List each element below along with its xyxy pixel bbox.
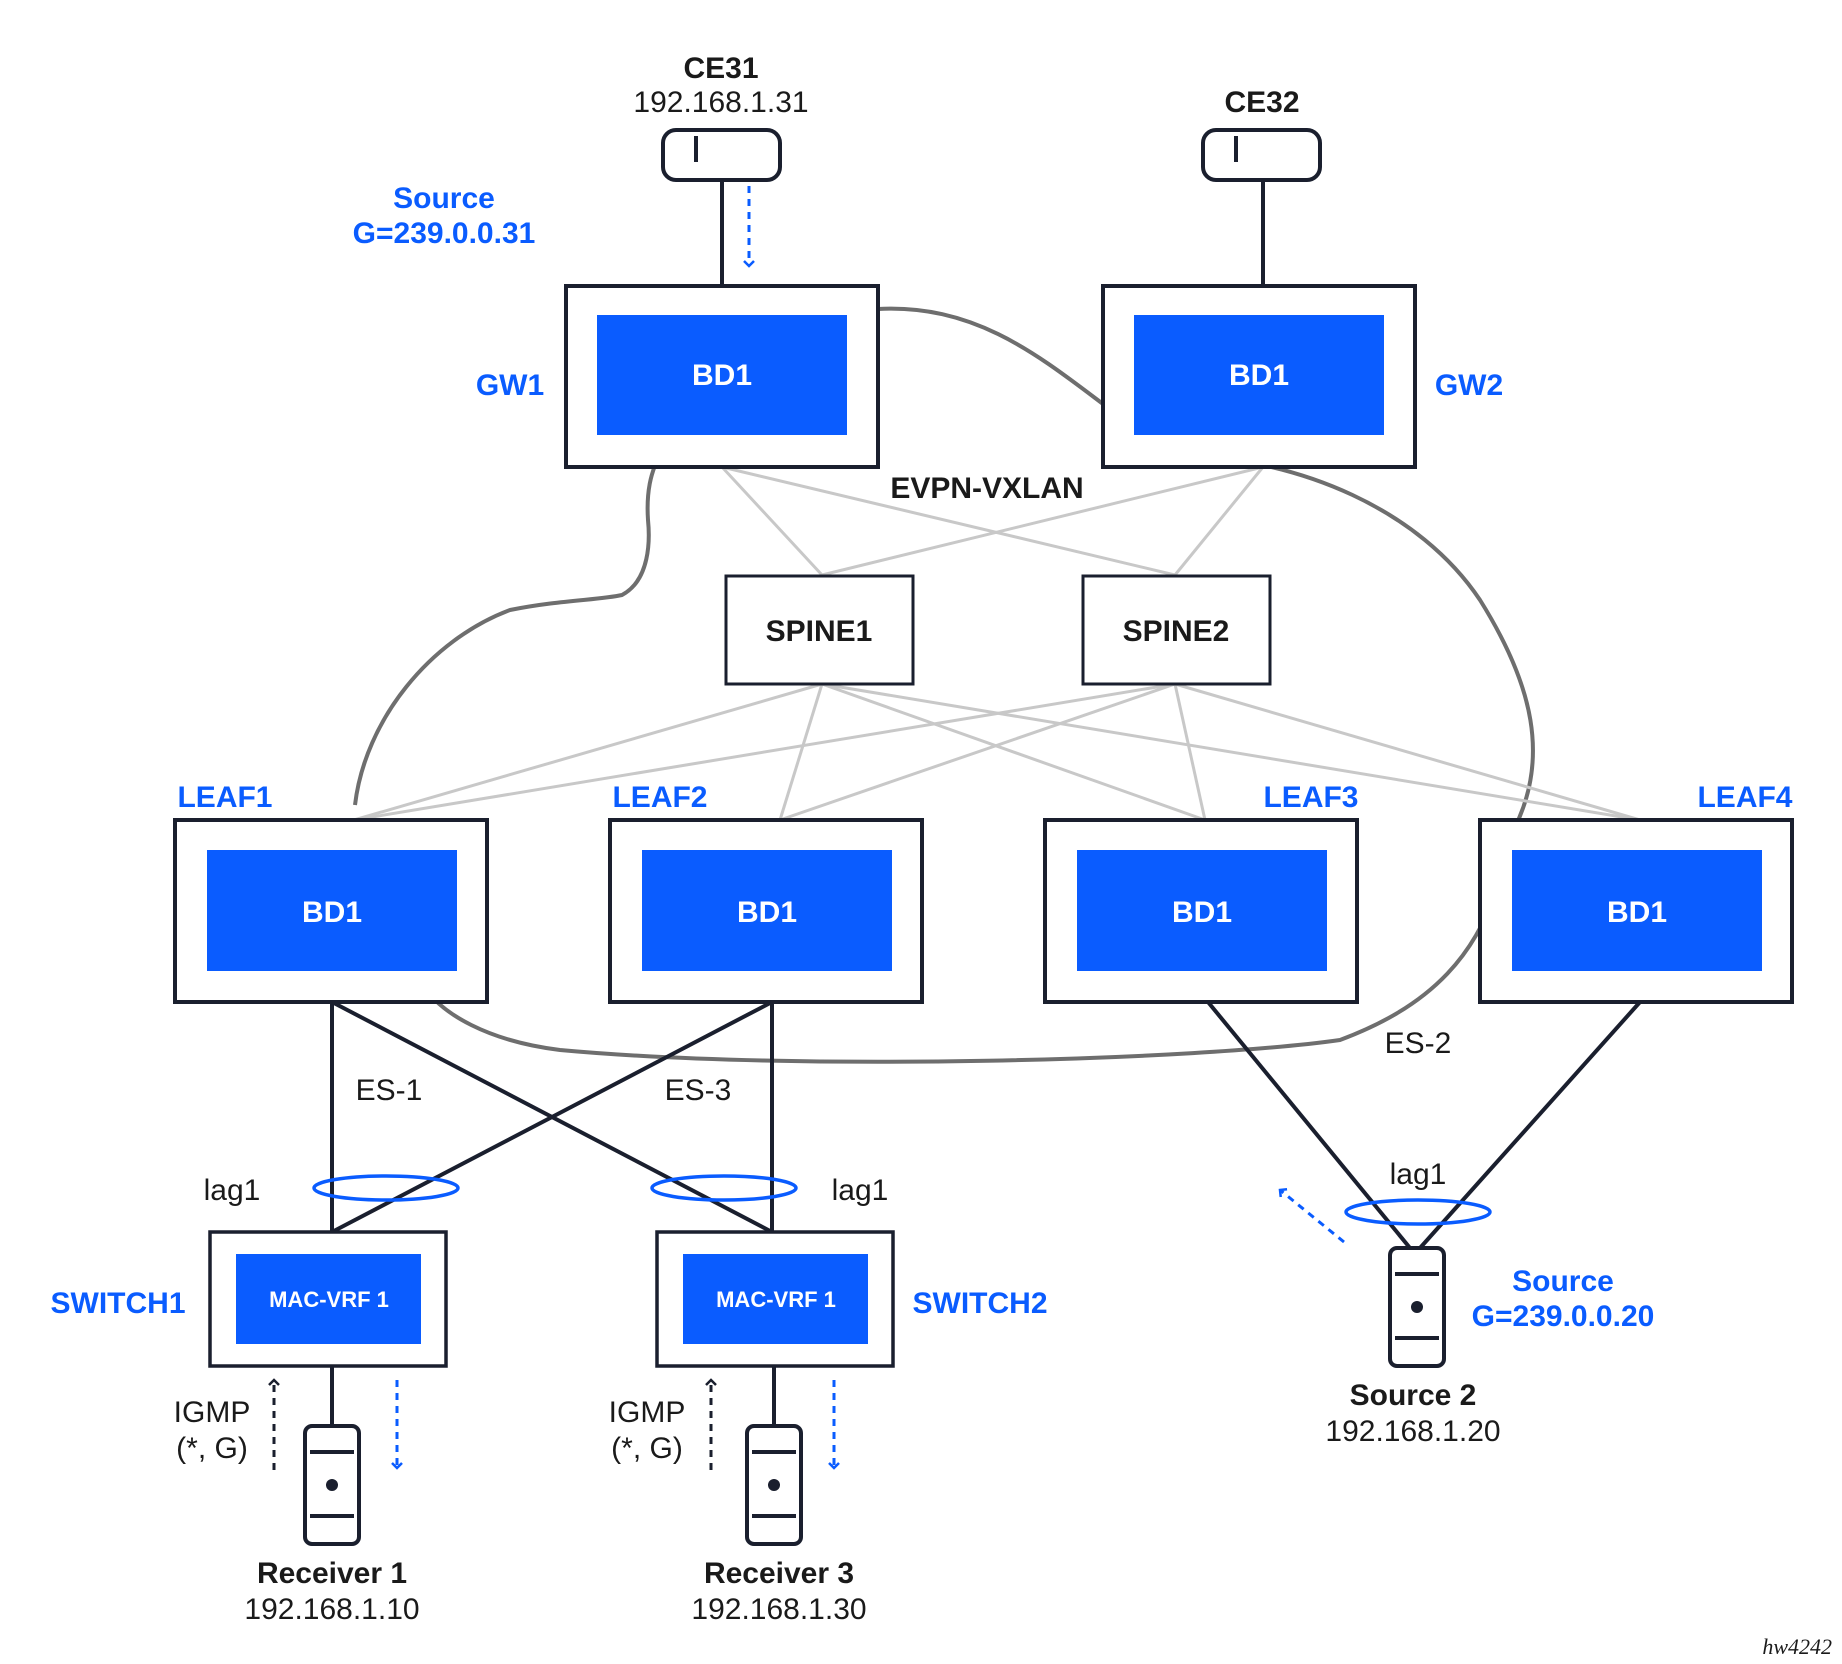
lag1-label-switch2: lag1 bbox=[832, 1174, 889, 1207]
source2-server-icon[interactable] bbox=[1388, 1246, 1446, 1368]
gw1-label: GW1 bbox=[476, 369, 544, 402]
igmp-label-3: IGMP bbox=[609, 1396, 686, 1429]
spine1-label: SPINE1 bbox=[766, 615, 873, 648]
evpn-vxlan-label: EVPN-VXLAN bbox=[890, 472, 1083, 505]
gw2-bd: BD1 bbox=[1229, 359, 1289, 392]
lag1-switch1 bbox=[312, 1174, 460, 1202]
leaf1-label: LEAF1 bbox=[177, 781, 272, 814]
receiver3-ip: 192.168.1.30 bbox=[691, 1593, 866, 1626]
receiver3-server-icon[interactable] bbox=[745, 1424, 803, 1546]
fabric-links-spine-leaf bbox=[353, 682, 1641, 822]
ce32-label: CE32 bbox=[1224, 86, 1299, 119]
leaf4-label: LEAF4 bbox=[1697, 781, 1792, 814]
source2-name: Source 2 bbox=[1350, 1379, 1477, 1412]
lag1-source2 bbox=[1344, 1198, 1492, 1226]
es3-label: ES-3 bbox=[665, 1074, 732, 1107]
spine2-node[interactable]: SPINE2 bbox=[1081, 574, 1272, 686]
lag1-switch2 bbox=[650, 1174, 798, 1202]
es1-label: ES-1 bbox=[356, 1074, 423, 1107]
receiver3-label: Receiver 3 bbox=[704, 1557, 854, 1590]
ce32-router[interactable] bbox=[1201, 128, 1322, 182]
source1-label: Source bbox=[393, 182, 495, 215]
spine2-label: SPINE2 bbox=[1123, 615, 1230, 648]
leaf1-bd: BD1 bbox=[302, 896, 362, 929]
lag1-label-switch1: lag1 bbox=[204, 1174, 261, 1207]
igmp-group-3: (*, G) bbox=[611, 1432, 683, 1465]
access-links bbox=[330, 1000, 1642, 1426]
ce31-ip: 192.168.1.31 bbox=[633, 86, 808, 119]
source2-ip: 192.168.1.20 bbox=[1325, 1415, 1500, 1448]
leaf4-bd: BD1 bbox=[1607, 896, 1667, 929]
source2-label: Source bbox=[1512, 1265, 1614, 1298]
gw1-node[interactable]: BD1 bbox=[564, 284, 880, 469]
spine1-node[interactable]: SPINE1 bbox=[724, 574, 915, 686]
ce31-label: CE31 bbox=[683, 52, 758, 85]
es2-label: ES-2 bbox=[1385, 1027, 1452, 1060]
switch1-vrf: MAC-VRF 1 bbox=[269, 1287, 389, 1312]
igmp-group-1: (*, G) bbox=[176, 1432, 248, 1465]
figure-id: hw4242 bbox=[1762, 1634, 1832, 1659]
leaf3-node[interactable]: BD1 bbox=[1043, 818, 1359, 1004]
gw2-node[interactable]: BD1 bbox=[1101, 284, 1417, 469]
switch2-node[interactable]: MAC-VRF 1 bbox=[655, 1230, 895, 1368]
leaf2-label: LEAF2 bbox=[612, 781, 707, 814]
multicast-flow-arrow-source2 bbox=[1278, 1188, 1345, 1244]
receiver1-ip: 192.168.1.10 bbox=[244, 1593, 419, 1626]
switch1-label: SWITCH1 bbox=[51, 1287, 186, 1320]
receiver1-server-icon[interactable] bbox=[303, 1424, 361, 1546]
receiver1-label: Receiver 1 bbox=[257, 1557, 407, 1590]
leaf2-bd: BD1 bbox=[737, 896, 797, 929]
igmp-label-1: IGMP bbox=[174, 1396, 251, 1429]
switch2-vrf: MAC-VRF 1 bbox=[716, 1287, 836, 1312]
switch2-label: SWITCH2 bbox=[913, 1287, 1048, 1320]
gw1-bd: BD1 bbox=[692, 359, 752, 392]
leaf3-bd: BD1 bbox=[1172, 896, 1232, 929]
gw2-label: GW2 bbox=[1435, 369, 1503, 402]
lag1-label-source2: lag1 bbox=[1390, 1158, 1447, 1191]
source2-group: G=239.0.0.20 bbox=[1472, 1300, 1655, 1333]
fabric-links-gw-spine bbox=[720, 465, 1265, 577]
ce31-router[interactable] bbox=[661, 128, 782, 182]
leaf4-node[interactable]: BD1 bbox=[1478, 818, 1794, 1004]
switch1-node[interactable]: MAC-VRF 1 bbox=[208, 1230, 448, 1368]
leaf1-node[interactable]: BD1 bbox=[173, 818, 489, 1004]
leaf3-label: LEAF3 bbox=[1263, 781, 1358, 814]
source1-group: G=239.0.0.31 bbox=[353, 217, 536, 250]
leaf2-node[interactable]: BD1 bbox=[608, 818, 924, 1004]
